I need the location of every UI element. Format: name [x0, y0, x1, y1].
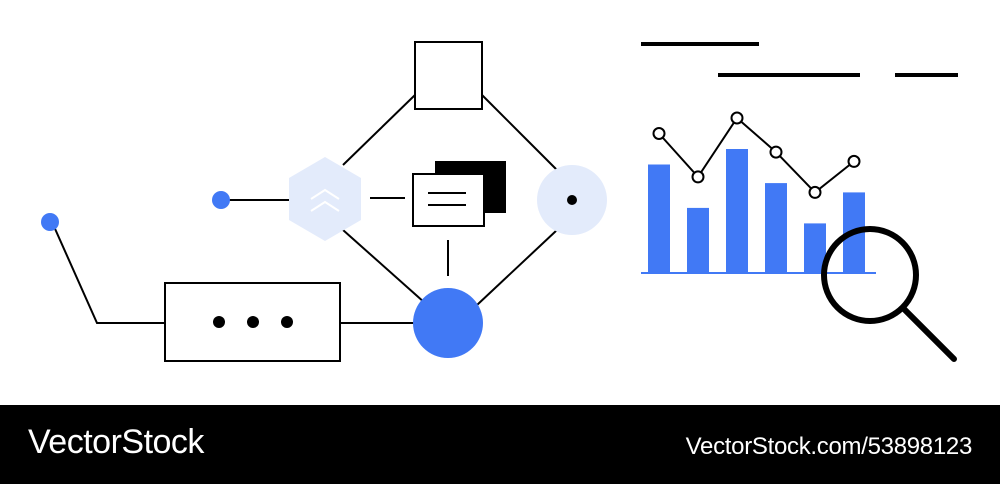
illustration: [41, 41, 958, 362]
more-dots-box: [164, 282, 341, 362]
brand-name: VectorStock: [28, 423, 204, 461]
connector-line: [342, 229, 426, 304]
chart-point: [730, 111, 744, 125]
endpoint-dot: [212, 191, 230, 209]
hexagon-node: [289, 157, 361, 241]
connector-line: [342, 94, 416, 166]
chart-line-series: [658, 116, 855, 194]
chart-bar: [687, 207, 709, 273]
document-stack-icon: [412, 161, 506, 227]
chart-bar: [765, 183, 787, 273]
connector-line: [476, 229, 558, 306]
chart-bar: [726, 149, 748, 273]
magnifying-glass-icon: [821, 226, 957, 362]
blue-circle-node: [413, 288, 483, 358]
chart-point: [808, 185, 822, 199]
bar-line-chart: [641, 111, 876, 274]
connector-line: [51, 221, 165, 324]
chart-bar: [648, 164, 670, 273]
stock-id: VectorStock.com/53898123: [685, 433, 973, 460]
chart-point: [652, 127, 666, 140]
text-placeholder-lines: [641, 42, 958, 77]
connector-line: [481, 94, 558, 171]
more-dots-icon: [213, 316, 293, 328]
chart-point: [769, 145, 783, 159]
network-diagram: [41, 41, 607, 362]
chart-point: [847, 154, 861, 168]
chart-point: [691, 170, 705, 184]
chevron-up-icon: [310, 200, 340, 212]
endpoint-dot: [41, 213, 59, 231]
chart-bar: [804, 223, 826, 273]
chevron-up-icon: [310, 188, 340, 200]
watermark-bar: VectorStock VectorStock.com/53898123: [0, 405, 1000, 484]
square-node: [414, 41, 483, 110]
center-dot: [567, 195, 577, 205]
